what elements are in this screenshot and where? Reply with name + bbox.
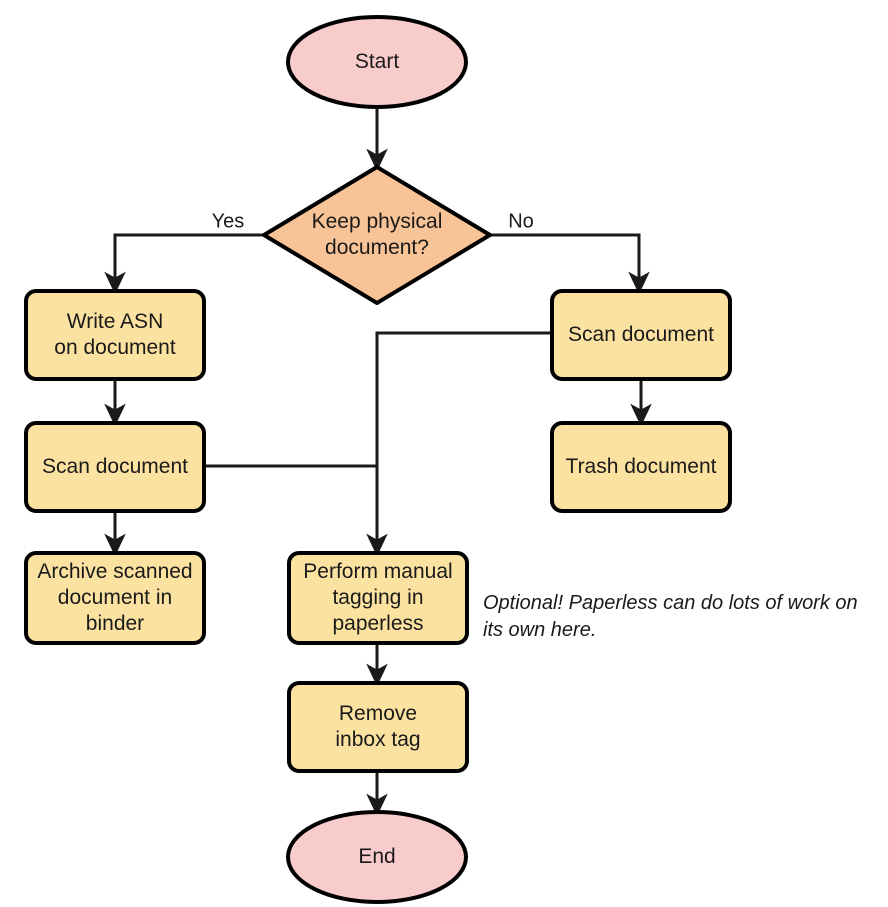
node-label-end: End: [358, 845, 395, 868]
node-scan-document-left[interactable]: Scan document: [24, 421, 206, 513]
edge-label-label-no: No: [508, 210, 534, 232]
edge-decision-to-write-asn: [104, 233, 264, 295]
node-shape-rect: [24, 551, 206, 645]
node-shape-rect: [24, 289, 206, 381]
node-shape-rect: [550, 289, 732, 381]
node-label-start: Start: [355, 50, 400, 73]
edge-scan-right-to-tagging: [366, 331, 552, 557]
node-start[interactable]: Start: [286, 15, 468, 109]
node-label-scan-document-left: Scan document: [42, 455, 188, 478]
node-shape-diamond: [262, 165, 492, 305]
node-label-scan-document-right: Scan document: [568, 323, 714, 346]
node-shape-rect: [287, 681, 469, 773]
edges-layer: [104, 107, 652, 817]
node-shape-ellipse: [286, 810, 468, 904]
annotation-optional-note: Optional! Paperless can do lots of work …: [483, 592, 858, 641]
edge-decision-to-scan-right: [490, 233, 650, 295]
node-shape-rect: [550, 421, 732, 513]
node-shape-rect: [24, 421, 206, 513]
node-trash-document[interactable]: Trash document: [550, 421, 732, 513]
annotations-layer: Optional! Paperless can do lots of work …: [483, 592, 858, 641]
node-shape-rect: [287, 551, 469, 645]
edge-labels-layer: Yes No: [212, 210, 534, 232]
node-label-trash-document: Trash document: [566, 455, 717, 478]
edge-label-label-yes: Yes: [212, 210, 245, 232]
node-scan-document-right[interactable]: Scan document: [550, 289, 732, 381]
node-shape-ellipse: [286, 15, 468, 109]
node-end[interactable]: End: [286, 810, 468, 904]
